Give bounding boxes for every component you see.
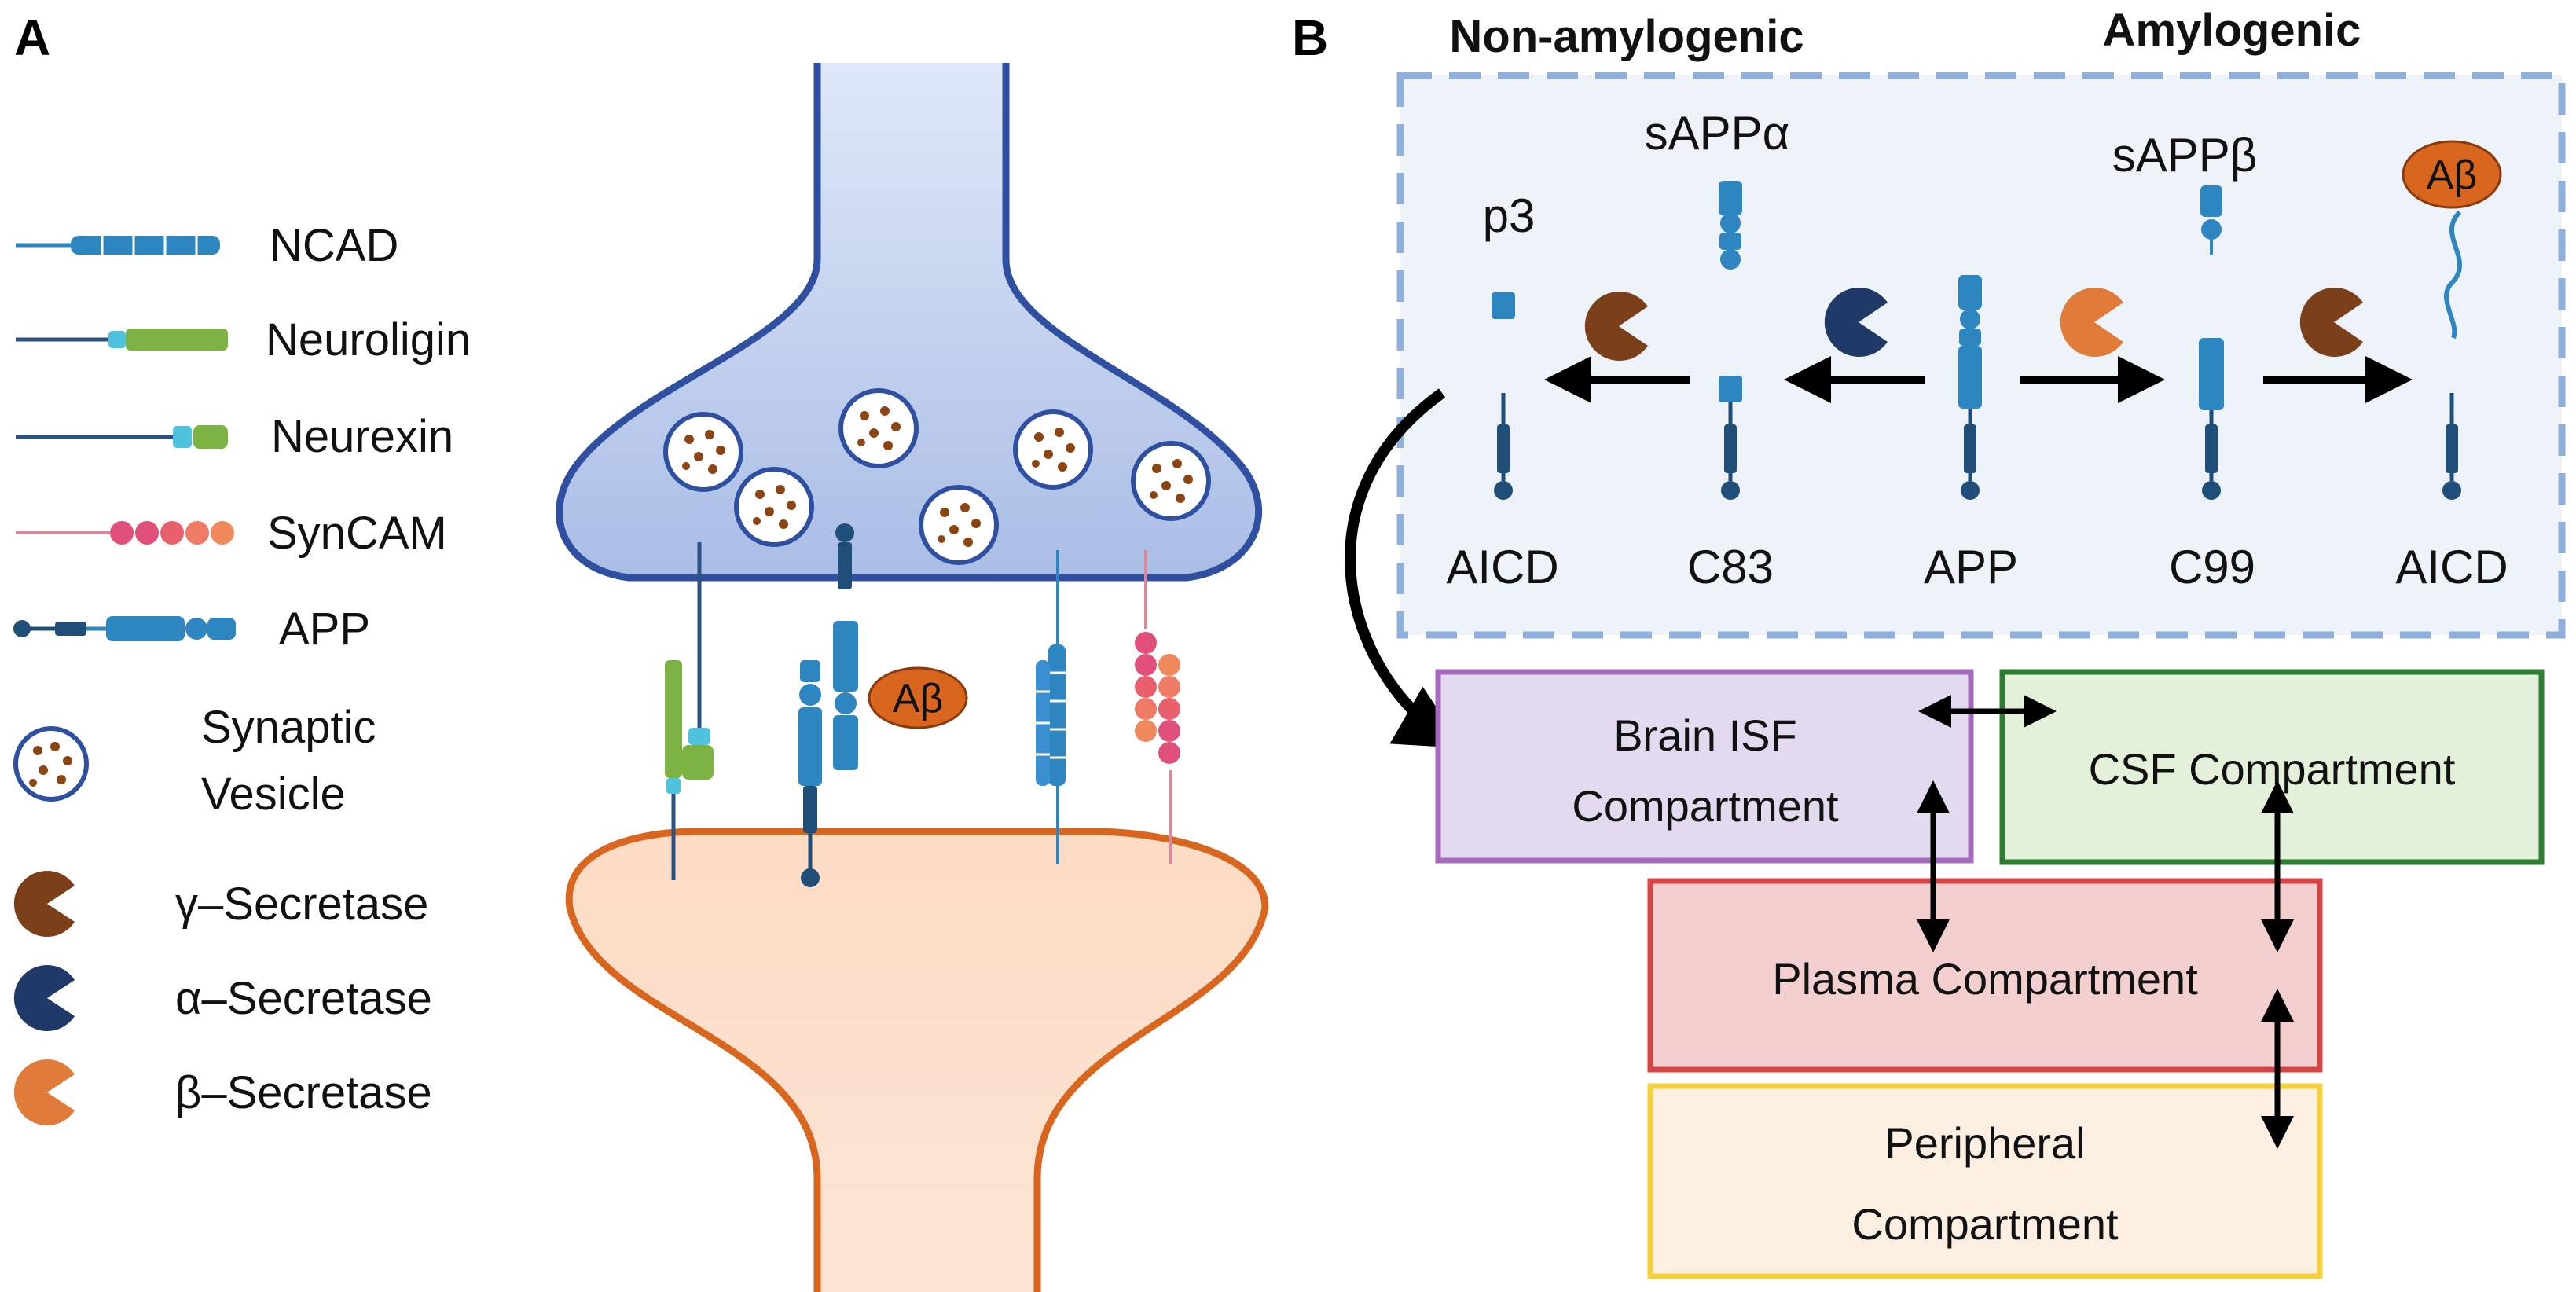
legend-app-icon: [13, 616, 236, 641]
legend-neurexin-icon: [16, 425, 228, 449]
vesicle: [663, 412, 743, 492]
plasma-label: Plasma Compartment: [1772, 954, 2198, 1004]
synapse-illustration: Aβ: [556, 63, 1269, 1292]
legend-label-beta-secretase: β–Secretase: [175, 1067, 432, 1118]
legend: NCAD Neuroligin Neurexin SynCAM: [13, 220, 471, 1125]
fragment-label-sappb: sAPPβ: [2112, 129, 2258, 182]
fragment-label-c83: C83: [1687, 541, 1774, 593]
brain-isf-label-line1: Brain ISF: [1613, 710, 1796, 760]
fragment-label-p3: p3: [1483, 189, 1536, 242]
ncad-molecule: [1036, 550, 1066, 864]
synapse-abeta-label: Aβ: [893, 676, 944, 721]
legend-beta-secretase-icon: [13, 1059, 75, 1125]
neurexin-neuroligin-pair: [665, 542, 714, 880]
fragment-label-c99: C99: [2169, 541, 2255, 593]
vesicles: [663, 388, 1211, 565]
fragment-c99: [2199, 338, 2224, 500]
legend-label-vesicle-line1: Synaptic: [201, 702, 376, 753]
fragment-label-aicd-left: AICD: [1446, 541, 1558, 593]
fragment-label-app: APP: [1924, 541, 2018, 593]
vesicle: [838, 388, 919, 468]
fragment-label-sappa: sAPPα: [1645, 107, 1790, 160]
legend-label-alpha-secretase: α–Secretase: [175, 973, 432, 1024]
synapse-abeta: Aβ: [868, 666, 968, 729]
pathway-abeta: Aβ: [2402, 140, 2502, 340]
legend-ncad-icon: [16, 236, 220, 255]
non-amylogenic-title: Non-amylogenic: [1449, 11, 1804, 62]
vesicle: [1013, 409, 1093, 490]
pathway-abeta-label: Aβ: [2427, 152, 2478, 198]
peripheral-label-line2: Compartment: [1851, 1199, 2119, 1249]
app-molecule: [798, 523, 858, 887]
legend-label-syncam: SynCAM: [267, 508, 447, 559]
fragment-sappa: [1719, 181, 1742, 270]
legend-gamma-secretase-icon: [13, 871, 75, 937]
vesicle: [919, 485, 999, 565]
fragment-app: [1958, 275, 1982, 500]
legend-label-gamma-secretase: γ–Secretase: [175, 879, 428, 930]
brain-isf-label-line2: Compartment: [1572, 781, 1839, 831]
fragment-p3: [1492, 292, 1515, 319]
panel-b-letter: B: [1292, 9, 1328, 66]
legend-label-neurexin: Neurexin: [271, 411, 453, 462]
fragment-aicd-right: [2442, 393, 2461, 500]
legend-alpha-secretase-icon: [13, 965, 75, 1031]
legend-label-neuroligin: Neuroligin: [266, 314, 471, 365]
legend-label-app: APP: [279, 604, 370, 655]
csf-label: CSF Compartment: [2089, 744, 2456, 794]
pathway-gamma-secretase-icon-right: [2299, 288, 2363, 357]
vesicle: [734, 467, 814, 547]
legend-syncam-icon: [16, 521, 234, 545]
fragment-label-aicd-right: AICD: [2395, 541, 2508, 593]
legend-vesicle-icon: [13, 726, 89, 802]
panel-a-letter: A: [14, 9, 50, 66]
fragment-aicd-left: [1494, 393, 1513, 500]
csf-compartment: CSF Compartment: [1999, 669, 2545, 865]
pathway-alpha-secretase-icon: [1824, 288, 1888, 357]
postsynaptic-terminal: [565, 828, 1269, 1292]
fragment-c83: [1719, 376, 1742, 500]
peripheral-label-line1: Peripheral: [1884, 1118, 2085, 1168]
amylogenic-title: Amylogenic: [2103, 5, 2361, 56]
peripheral-compartment: Peripheral Compartment: [1647, 1083, 2323, 1279]
brain-isf-compartment: Brain ISF Compartment: [1435, 669, 1974, 864]
legend-neuroligin-icon: [16, 329, 228, 351]
vesicle: [1131, 441, 1211, 521]
plasma-compartment: Plasma Compartment: [1647, 878, 2323, 1073]
arrow-pathway-to-brain-isf: [1345, 388, 1464, 749]
legend-label-vesicle-line2: Vesicle: [201, 769, 346, 820]
pathway-gamma-secretase-icon-left: [1584, 292, 1648, 362]
syncam-molecule: [1135, 550, 1180, 864]
fragment-sappb: [2200, 185, 2222, 255]
pathway-beta-secretase-icon: [2060, 288, 2123, 357]
legend-label-ncad: NCAD: [270, 220, 398, 271]
